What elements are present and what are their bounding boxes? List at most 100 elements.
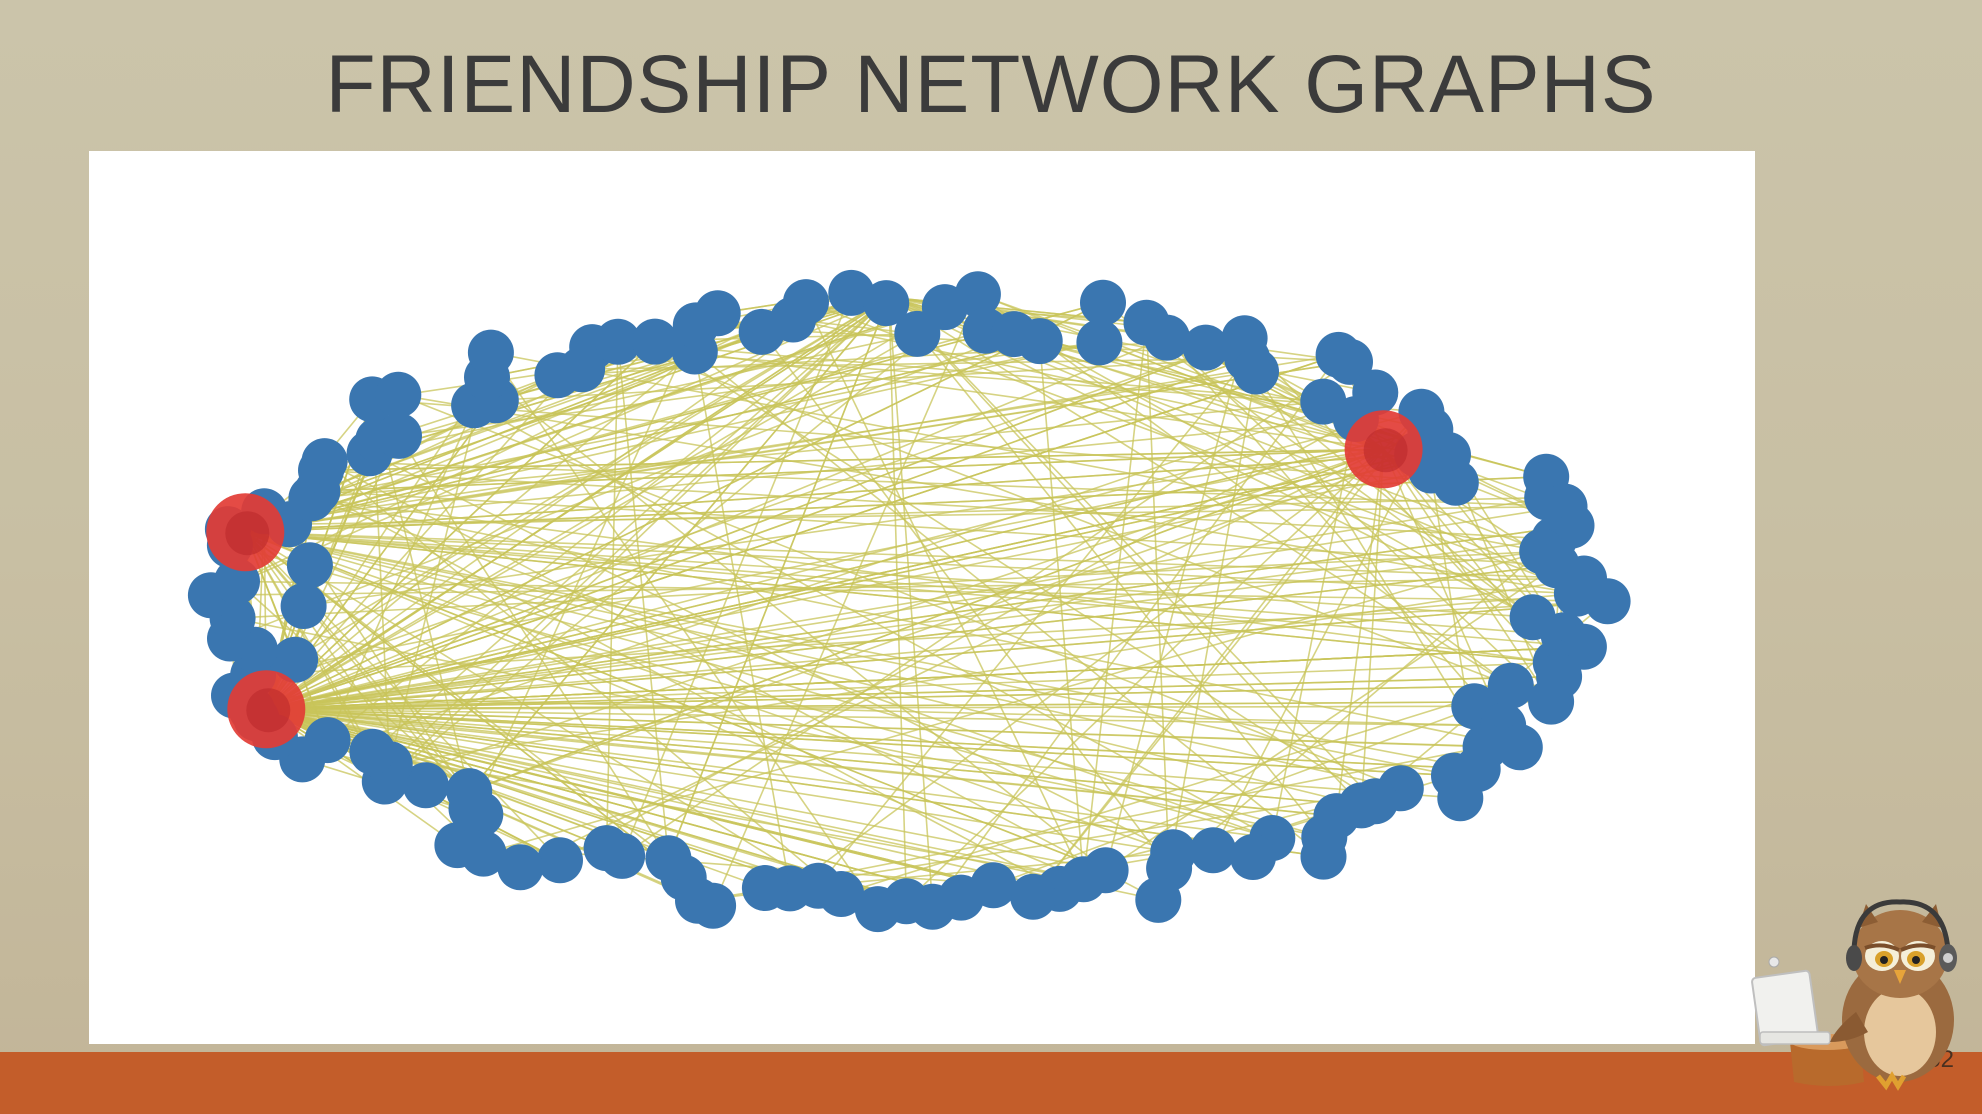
edge-273 (1244, 337, 1560, 678)
edge-258 (266, 600, 1608, 710)
node-100 (828, 269, 875, 316)
network-graph (187, 269, 1631, 933)
edge-344 (233, 694, 1504, 727)
edge-322 (789, 448, 1385, 890)
edge-374 (252, 296, 890, 676)
edge-328 (559, 418, 1357, 861)
edge-419 (232, 617, 1325, 838)
edge-313 (265, 346, 593, 710)
node-71 (286, 542, 333, 589)
edge-389 (468, 448, 1384, 792)
edge-283 (371, 296, 890, 753)
edge-398 (1166, 337, 1504, 727)
node-6 (1487, 662, 1534, 709)
edge-253 (468, 453, 1418, 792)
edge-413 (265, 301, 1104, 710)
edge-103 (266, 708, 1273, 839)
highlight-node-core-0 (225, 511, 270, 556)
edge-320 (266, 524, 1572, 710)
node-10 (1496, 724, 1543, 771)
edge-329 (236, 580, 1608, 603)
node-111 (1143, 314, 1190, 361)
edge-396 (245, 453, 1418, 533)
owl-with-laptop-icon (1751, 899, 1957, 1091)
edge-351 (1168, 371, 1257, 869)
node-53 (402, 762, 449, 809)
edge-280 (266, 411, 1422, 710)
edge-290 (245, 531, 1401, 790)
node-117 (1327, 338, 1373, 385)
edge-78 (694, 351, 791, 889)
edge-345 (266, 685, 1511, 710)
edge-113 (654, 340, 1376, 802)
edge-397 (1032, 411, 1423, 898)
edge-211 (1166, 337, 1552, 703)
edge-317 (245, 531, 1585, 580)
node-104 (954, 271, 1001, 318)
edge-105 (245, 531, 1478, 770)
edge-29 (1032, 448, 1385, 898)
node-7 (1528, 678, 1575, 725)
node-82 (376, 412, 422, 459)
node-96 (694, 290, 741, 337)
highlight-node-core-1 (246, 688, 291, 733)
edge-363 (244, 531, 470, 792)
node-39 (741, 865, 788, 911)
node-68 (280, 583, 327, 629)
edge-163 (398, 394, 1578, 595)
node-20 (1300, 833, 1347, 880)
node-84 (375, 371, 422, 418)
edge-301 (490, 352, 879, 910)
edge-79 (621, 361, 1351, 857)
edge-69 (486, 376, 1107, 871)
edge-383 (266, 564, 1557, 710)
edge-247 (468, 296, 890, 792)
edge-403 (229, 544, 1273, 839)
edge-213 (1335, 449, 1385, 817)
node-79 (301, 438, 348, 485)
edge-98 (266, 708, 1084, 880)
edge-325 (266, 675, 1560, 710)
node-112 (1182, 324, 1229, 371)
slide-title: FRIENDSHIP NETWORK GRAPHS (325, 39, 1657, 130)
edge-240 (227, 370, 1257, 530)
node-30 (1010, 873, 1057, 920)
edge-411 (495, 357, 1248, 402)
node-126 (1432, 459, 1479, 506)
node-26 (1135, 876, 1182, 923)
edge-414 (244, 531, 1084, 880)
edge-352 (210, 577, 1585, 596)
edge-349 (266, 428, 1431, 710)
edge-282 (520, 448, 1384, 869)
edge-382 (245, 306, 946, 533)
edge-64 (266, 700, 1552, 710)
node-108 (1080, 279, 1126, 326)
edge-368 (667, 297, 890, 859)
node-93 (632, 318, 678, 365)
edge-390 (317, 490, 1557, 567)
edge-315 (245, 531, 1174, 854)
node-101 (863, 280, 910, 327)
edge-30 (888, 297, 908, 902)
node-99 (783, 279, 829, 326)
edge-309 (805, 301, 1085, 880)
network-graph-panel (89, 151, 1755, 1044)
node-43 (645, 835, 692, 882)
edge-417 (245, 301, 1104, 533)
edge-391 (266, 357, 1248, 710)
edge-250 (266, 646, 1584, 710)
edge-409 (266, 453, 1418, 710)
edge-255 (266, 708, 1486, 748)
edge-262 (1382, 448, 1504, 727)
highlight-node-layer (206, 410, 1423, 749)
node-58 (304, 717, 351, 764)
edge-412 (266, 538, 1555, 710)
edge-364 (227, 418, 1356, 530)
edge-91 (888, 297, 934, 907)
node-64 (272, 636, 319, 683)
edge-107 (245, 531, 1455, 777)
node-22 (1230, 834, 1276, 880)
node-46 (537, 837, 583, 884)
edge-216 (1168, 538, 1555, 869)
edge-400 (266, 708, 1362, 807)
